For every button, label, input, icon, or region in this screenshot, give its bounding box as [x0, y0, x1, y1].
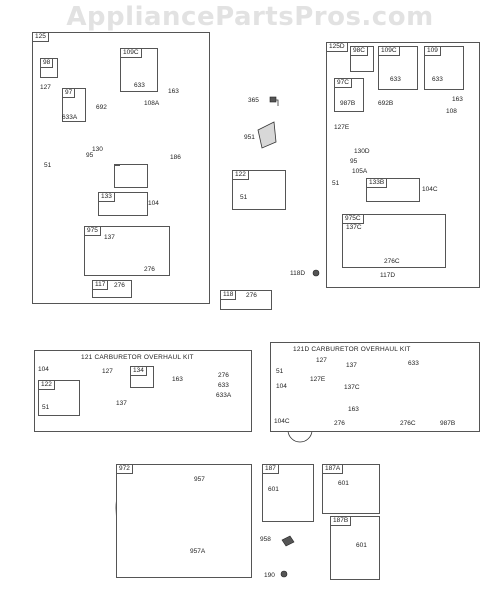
part-98c-box[interactable]: 98C	[350, 46, 374, 72]
label-163: 163	[168, 88, 179, 95]
part-133-box[interactable]: 133	[98, 192, 148, 216]
part-134-box[interactable]	[114, 164, 148, 188]
group-187b-frame: 187B	[330, 516, 380, 580]
label-51-122: 51	[240, 194, 248, 201]
kit-121-label-104: 104	[38, 366, 49, 373]
kit-121d-label-51: 51	[276, 368, 284, 375]
group-125-tag: 125	[33, 33, 49, 42]
label-127: 127	[40, 84, 51, 91]
group-972-frame: 972	[116, 464, 252, 578]
label-130d: 130D	[354, 148, 370, 155]
label-127e: 127E	[334, 124, 350, 131]
part-187b-tag: 187B	[331, 517, 352, 526]
kit-121d-label-104c: 104C	[274, 418, 290, 425]
kit-121-title: 121 CARBURETOR OVERHAUL KIT	[81, 354, 194, 361]
part-118-box[interactable]: 118	[220, 290, 272, 310]
label-130: 130	[92, 146, 103, 153]
watermark: AppliancePartsPros.com	[66, 2, 434, 32]
part-97-box[interactable]: 97	[62, 88, 86, 122]
kit-121d-label-987b: 987B	[440, 420, 456, 427]
part-97c-box[interactable]: 97C	[334, 78, 364, 112]
label-51-125d: 51	[332, 180, 340, 187]
group-187a-frame: 187A	[322, 464, 380, 514]
kit-121d-label-104: 104	[276, 383, 287, 390]
label-633a: 633A	[62, 114, 78, 121]
part-975c-box[interactable]: 975C	[342, 214, 446, 268]
kit-121d-label-137c: 137C	[344, 384, 360, 391]
part-117-box[interactable]: 117	[92, 280, 132, 298]
label-118d: 118D	[290, 270, 306, 277]
label-365: 365	[248, 97, 259, 104]
part-109-box[interactable]: 109	[424, 46, 464, 90]
kit-121-label-51: 51	[42, 404, 50, 411]
label-276: 276	[144, 266, 155, 273]
label-163-125d: 163	[452, 96, 463, 103]
kit-121-label-633: 633	[218, 382, 229, 389]
kit-121-part-134-box[interactable]: 134	[130, 366, 154, 388]
label-692b: 692B	[378, 100, 394, 107]
part-133b-box[interactable]: 133B	[366, 178, 420, 202]
label-601-187b: 601	[356, 542, 367, 549]
part-975-box[interactable]: 975	[84, 226, 170, 276]
label-276-117: 276	[114, 282, 125, 289]
label-137: 137	[104, 234, 115, 241]
label-51: 51	[44, 162, 52, 169]
part-187a-tag: 187A	[323, 465, 344, 474]
label-137c: 137C	[346, 224, 362, 231]
part-187-tag: 187	[263, 465, 279, 474]
label-117d: 117D	[380, 272, 396, 279]
label-186: 186	[170, 154, 181, 161]
kit-121-label-633a: 633A	[216, 392, 232, 399]
kit-121d-frame: 121D CARBURETOR OVERHAUL KIT	[270, 342, 480, 432]
kit-121d-label-137: 137	[346, 362, 357, 369]
label-633-109: 633	[432, 76, 443, 83]
label-601-187a: 601	[338, 480, 349, 487]
label-601-187: 601	[268, 486, 279, 493]
label-633-109c: 633	[390, 76, 401, 83]
kit-121d-label-276: 276	[334, 420, 345, 427]
label-957a: 957A	[190, 548, 206, 555]
linkage-icon	[257, 96, 279, 149]
kit-121-label-163: 163	[172, 376, 183, 383]
label-104c: 104C	[422, 186, 438, 193]
label-95-125d: 95	[350, 158, 358, 165]
kit-121d-label-127e: 127E	[310, 376, 326, 383]
group-187-frame: 187	[262, 464, 314, 522]
label-276-118: 276	[246, 292, 257, 299]
part-122-box[interactable]: 122	[232, 170, 286, 210]
label-276c: 276C	[384, 258, 400, 265]
label-692: 692	[96, 104, 107, 111]
group-125d-tag: 125D	[327, 43, 348, 52]
part-109c-125d-box[interactable]: 109C	[378, 46, 418, 90]
label-105a: 105A	[352, 168, 368, 175]
part-972-tag: 972	[117, 465, 133, 474]
kit-121-part-122-box[interactable]: 122	[38, 380, 80, 416]
kit-121-label-137: 137	[116, 400, 127, 407]
label-951: 951	[244, 134, 255, 141]
label-190: 190	[264, 572, 275, 579]
label-104: 104	[148, 200, 159, 207]
label-958: 958	[260, 536, 271, 543]
label-108: 108	[446, 108, 457, 115]
label-987b: 987B	[340, 100, 356, 107]
label-633: 633	[134, 82, 145, 89]
kit-121-label-276: 276	[218, 372, 229, 379]
kit-121d-label-163: 163	[348, 406, 359, 413]
kit-121d-label-127: 127	[316, 357, 327, 364]
part-109c-box[interactable]: 109C	[120, 48, 158, 92]
kit-121d-title: 121D CARBURETOR OVERHAUL KIT	[293, 346, 411, 353]
label-95: 95	[86, 152, 94, 159]
kit-121d-label-633: 633	[408, 360, 419, 367]
label-957: 957	[194, 476, 205, 483]
label-108a: 108A	[144, 100, 160, 107]
kit-121-label-127: 127	[102, 368, 113, 375]
part-98-box[interactable]: 98	[40, 58, 58, 78]
kit-121d-label-276c: 276C	[400, 420, 416, 427]
